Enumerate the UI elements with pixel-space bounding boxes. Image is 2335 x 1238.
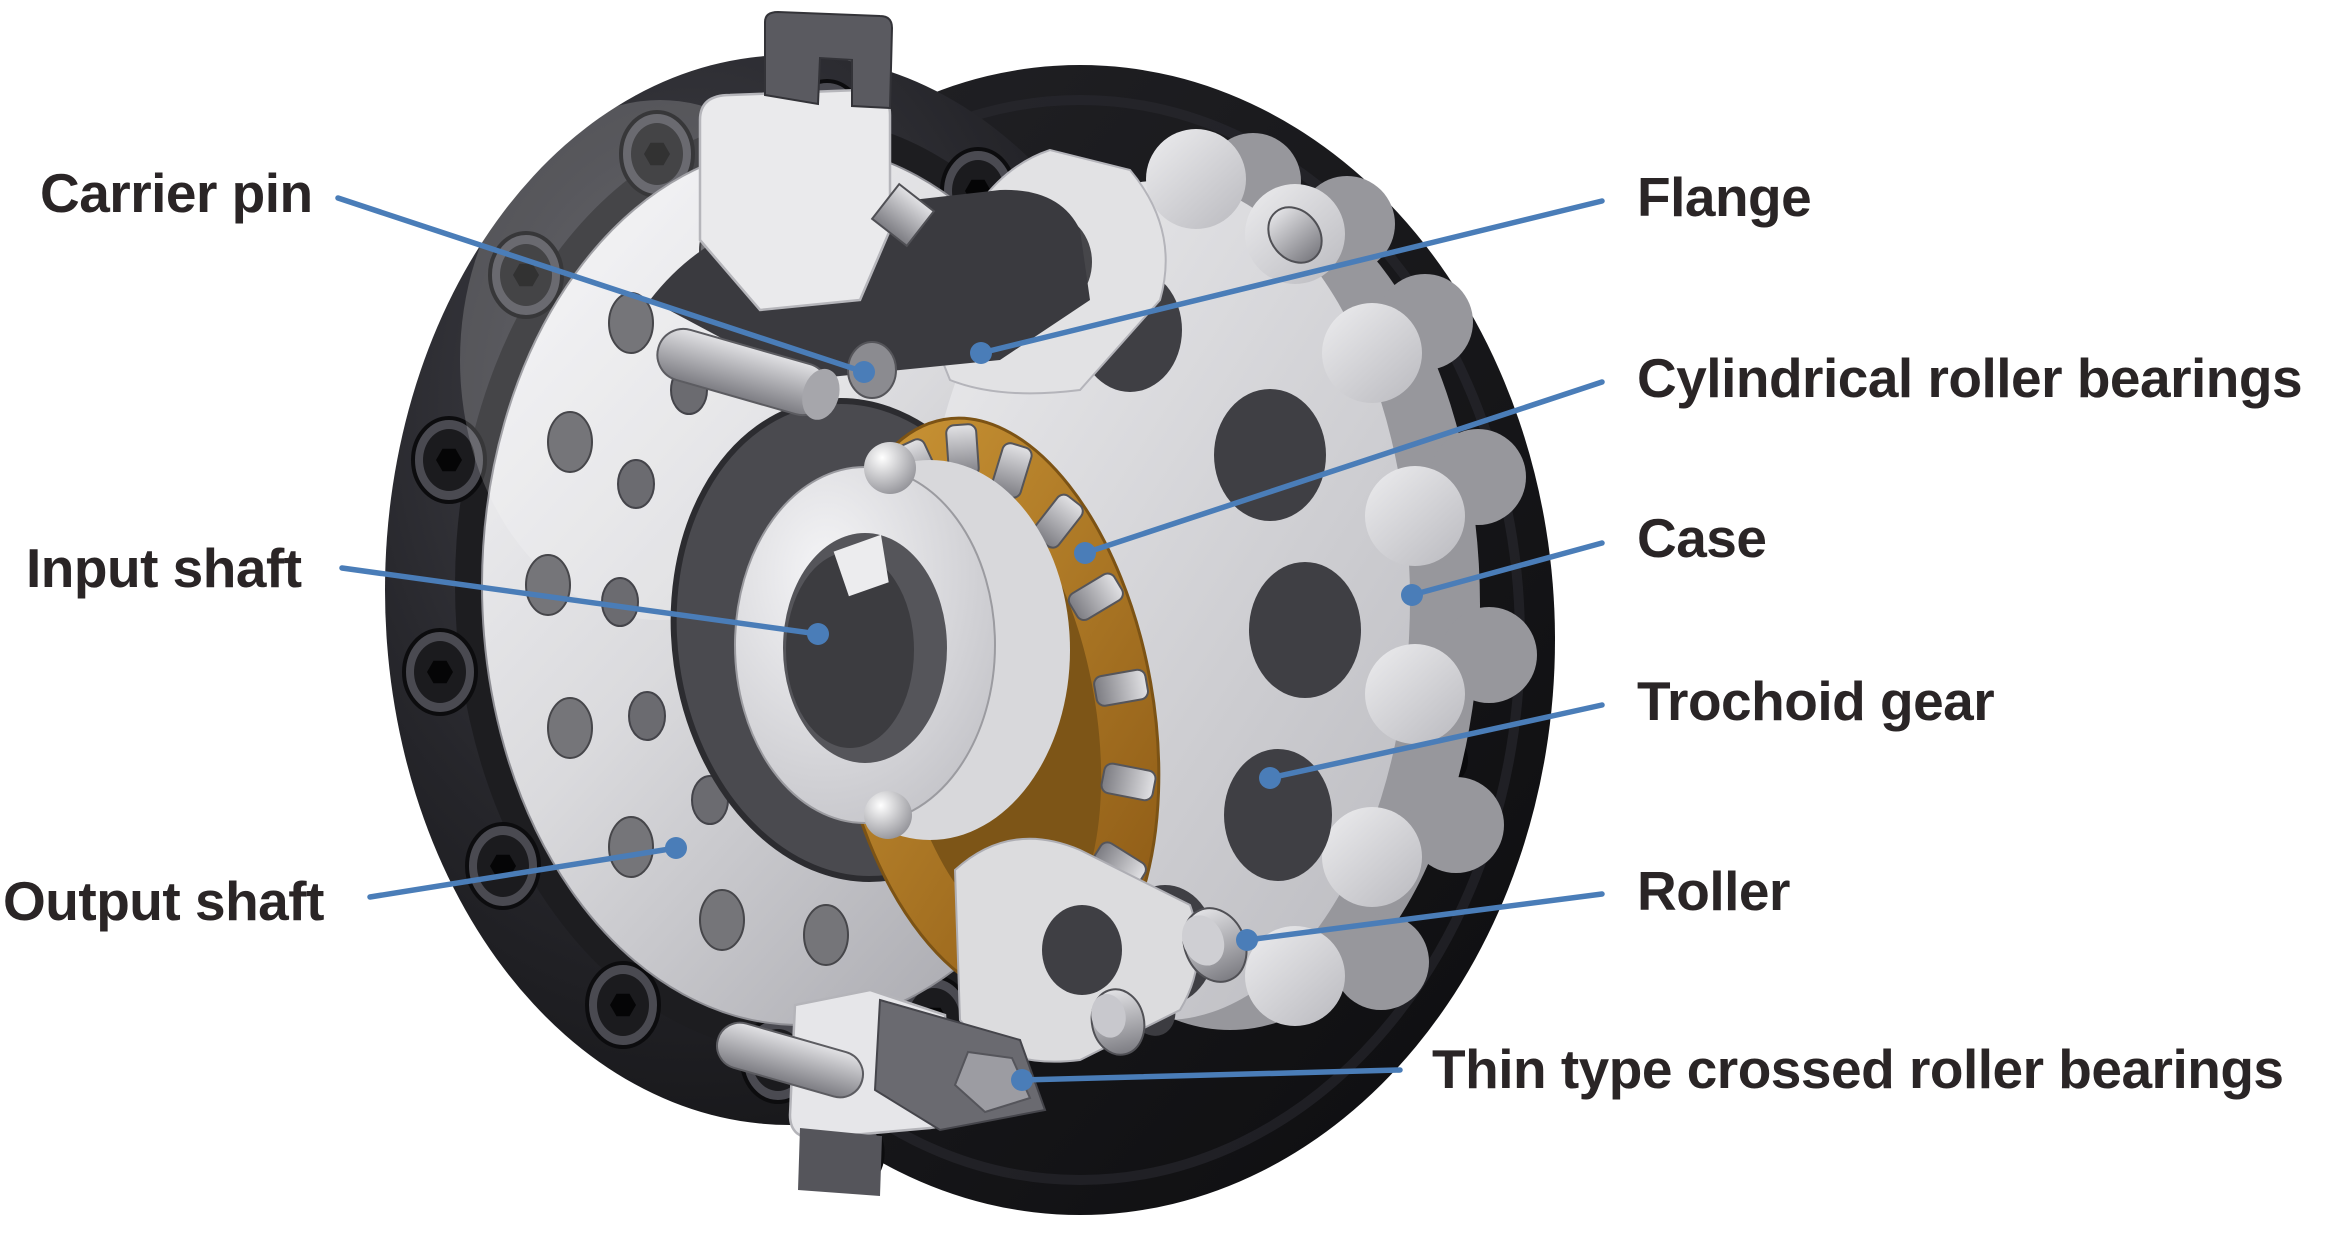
leader-cylindrical-roller-bearings-dot	[1074, 542, 1096, 564]
label-case: Case	[1637, 507, 1767, 569]
input-shaft-bore	[786, 552, 914, 748]
leader-trochoid-gear-line	[1267, 702, 1605, 781]
leader-roller-dot	[1236, 929, 1258, 951]
label-output-shaft: Output shaft	[3, 870, 324, 932]
leader-output-shaft-dot	[665, 837, 687, 859]
leader-flange-dot	[970, 342, 992, 364]
label-flange: Flange	[1637, 166, 1812, 228]
leader-input-shaft-line	[339, 565, 821, 637]
shaft-key	[833, 534, 889, 597]
leader-roller-line	[1244, 891, 1605, 943]
bolt-icon	[402, 628, 478, 716]
engaging-roller	[1090, 988, 1146, 1056]
leader-carrier-pin-dot	[853, 361, 875, 383]
leader-lines	[335, 195, 1605, 1091]
leader-trochoid-gear-dot	[1259, 767, 1281, 789]
leader-input-shaft-dot	[807, 623, 829, 645]
label-carrier-pin: Carrier pin	[40, 162, 313, 224]
engaging-roller	[1267, 206, 1323, 264]
label-thin-type-crossed-roller-bearings: Thin type crossed roller bearings	[1432, 1038, 2284, 1100]
leader-thin-crossed-roller-dot	[1011, 1069, 1033, 1091]
leader-case-dot	[1401, 584, 1423, 606]
leader-carrier-pin-line	[335, 195, 867, 375]
label-trochoid-gear: Trochoid gear	[1637, 670, 1995, 732]
bolt-icon	[465, 822, 541, 910]
bottom-cut-section	[716, 988, 1047, 1196]
label-input-shaft: Input shaft	[26, 537, 302, 599]
bolt-icon	[585, 961, 661, 1049]
label-cylindrical-roller-bearings: Cylindrical roller bearings	[1637, 347, 2303, 409]
bearing-ball	[864, 442, 916, 494]
leader-output-shaft-line	[367, 845, 679, 900]
carrier-pin-part	[656, 327, 840, 420]
leader-case-line	[1409, 540, 1605, 598]
bearing-ball	[864, 791, 912, 839]
leader-flange-line	[978, 198, 1605, 356]
top-cut-section	[650, 10, 1090, 420]
label-roller: Roller	[1637, 860, 1790, 922]
crossed-roller-element	[870, 182, 936, 248]
crossed-roller-target	[953, 1050, 1032, 1114]
gear-unit	[385, 10, 1555, 1215]
leader-thin-crossed-roller-line	[1019, 1067, 1403, 1083]
engaging-roller	[1182, 907, 1248, 983]
leader-cylindrical-roller-bearings-line	[1082, 379, 1605, 556]
